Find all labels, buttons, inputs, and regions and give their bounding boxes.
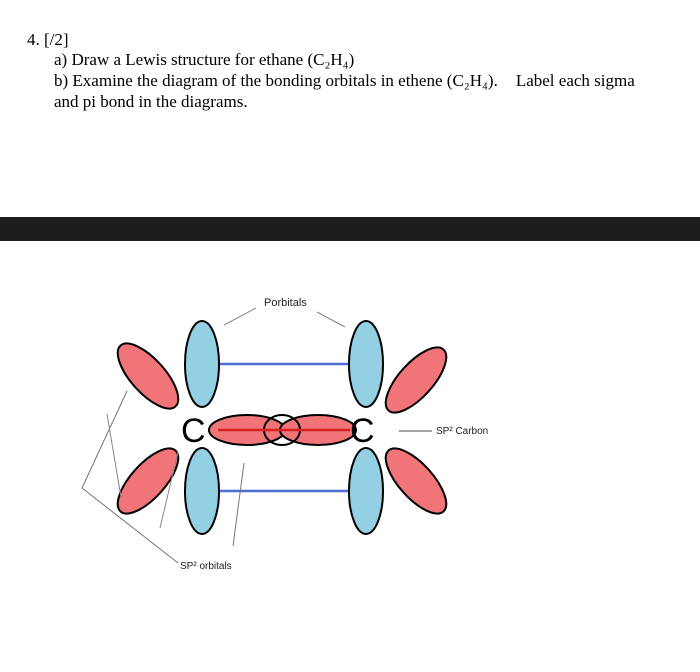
right-carbon-label: C (350, 412, 375, 450)
question-part-b-line2: and pi bond in the diagrams. (54, 92, 248, 111)
sp2-orbitals-leader-3 (106, 413, 122, 498)
left-sp2-orbital-upper (116, 342, 180, 410)
divider-bar (0, 217, 700, 241)
sp2-orbitals-label: SP² orbitals (180, 561, 232, 572)
question-part-a: a) Draw a Lewis structure for ethane (C₂… (54, 50, 355, 69)
question-part-b-text: b) Examine the diagram of the bonding or… (54, 71, 498, 90)
left-sp2-orbital-lower (116, 447, 180, 515)
question-number: 4. (27, 30, 40, 49)
right-p-orbital-bottom-lobe (348, 447, 384, 535)
question-part-b: b) Examine the diagram of the bonding or… (54, 71, 635, 91)
sp2-orbitals-leader-5 (232, 462, 245, 547)
question-header: 4. [/2] (27, 30, 69, 50)
right-sp2-orbital-upper (384, 346, 448, 414)
left-p-orbital-top-lobe (184, 320, 220, 408)
p-orbitals-label: Porbitals (264, 297, 307, 309)
left-p-orbital-bottom-lobe (184, 447, 220, 535)
p-orbitals-leader-left (223, 307, 257, 326)
sp2-orbitals-leader-4 (159, 451, 179, 529)
sp2-orbitals-leader-2 (81, 487, 179, 564)
orbital-diagram: C C Porbitals SP² Carbon SP² orbitals (0, 241, 700, 672)
right-p-orbital-top-lobe (348, 320, 384, 408)
sp2-orbitals-leader-1 (81, 390, 128, 489)
left-carbon-label: C (181, 412, 206, 450)
p-orbitals-leader-right (316, 311, 346, 328)
sp2-carbon-label: SP² Carbon (436, 426, 488, 437)
right-sp2-orbital-lower (384, 447, 448, 515)
question-marks: [/2] (44, 30, 69, 49)
question-part-b-continuation: Label each sigma (515, 71, 635, 90)
orbital-diagram-svg: C C Porbitals SP² Carbon SP² orbitals (81, 297, 488, 572)
